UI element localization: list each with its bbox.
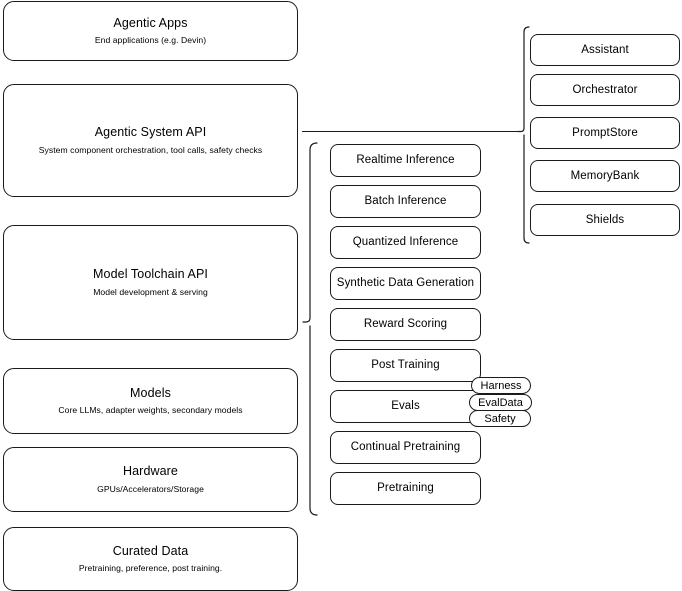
stack-layer-curated-data[interactable]: Curated Data Pretraining, preference, po… <box>3 527 298 591</box>
toolchain-item-label: Realtime Inference <box>356 154 455 167</box>
stack-layer-title: Curated Data <box>112 543 189 558</box>
evals-tag-label: Safety <box>484 412 516 425</box>
stack-layer-hardware[interactable]: Hardware GPUs/Accelerators/Storage <box>3 447 298 512</box>
toolchain-item-label: Batch Inference <box>364 195 447 208</box>
evals-tag-evaldata[interactable]: EvalData <box>469 394 532 411</box>
stack-layer-title: Agentic Apps <box>113 15 188 30</box>
bracket-agentic-system <box>517 26 530 244</box>
agentic-system-item-shields[interactable]: Shields <box>530 204 680 236</box>
agentic-system-item-memorybank[interactable]: MemoryBank <box>530 160 680 192</box>
toolchain-item-label: Synthetic Data Generation <box>336 277 475 290</box>
toolchain-item-synthetic-data-generation[interactable]: Synthetic Data Generation <box>330 267 481 300</box>
evals-tag-label: Harness <box>480 379 522 392</box>
stack-layer-subtitle: GPUs/Accelerators/Storage <box>97 483 204 494</box>
toolchain-item-label: Quantized Inference <box>352 236 459 249</box>
toolchain-item-continual-pretraining[interactable]: Continual Pretraining <box>330 431 481 464</box>
agentic-system-item-orchestrator[interactable]: Orchestrator <box>530 74 680 106</box>
evals-tag-safety[interactable]: Safety <box>469 410 531 427</box>
toolchain-item-realtime-inference[interactable]: Realtime Inference <box>330 144 481 177</box>
agentic-system-item-promptstore[interactable]: PromptStore <box>530 117 680 149</box>
toolchain-item-label: Reward Scoring <box>363 318 448 331</box>
evals-tag-harness[interactable]: Harness <box>471 377 531 394</box>
stack-layer-title: Agentic System API <box>94 125 207 140</box>
toolchain-item-label: Pretraining <box>377 482 434 495</box>
toolchain-item-label: Post Training <box>371 359 440 372</box>
agentic-system-item-label: MemoryBank <box>570 169 640 182</box>
toolchain-item-batch-inference[interactable]: Batch Inference <box>330 185 481 218</box>
toolchain-item-label: Continual Pretraining <box>350 441 461 454</box>
stack-layer-title: Hardware <box>123 464 178 479</box>
stack-layer-subtitle: Core LLMs, adapter weights, secondary mo… <box>58 405 243 416</box>
stack-layer-title: Models <box>130 385 171 400</box>
agentic-system-item-label: Shields <box>585 213 625 226</box>
stack-layer-subtitle: System component orchestration, tool cal… <box>38 144 263 155</box>
bracket-toolchain <box>302 142 318 516</box>
toolchain-item-label: Evals <box>391 400 420 413</box>
agentic-system-item-label: Orchestrator <box>572 83 638 96</box>
toolchain-item-reward-scoring[interactable]: Reward Scoring <box>330 308 481 341</box>
evals-tag-label: EvalData <box>478 396 523 409</box>
toolchain-item-quantized-inference[interactable]: Quantized Inference <box>330 226 481 259</box>
stack-layer-subtitle: Model development & serving <box>93 286 208 297</box>
stack-layer-title: Model Toolchain API <box>93 267 208 282</box>
stack-layer-agentic-system-api[interactable]: Agentic System API System component orch… <box>3 84 298 197</box>
stack-layer-subtitle: End applications (e.g. Devin) <box>94 35 207 46</box>
agentic-system-item-assistant[interactable]: Assistant <box>530 34 680 66</box>
stack-layer-model-toolchain-api[interactable]: Model Toolchain API Model development & … <box>3 225 298 340</box>
toolchain-item-post-training[interactable]: Post Training <box>330 349 481 382</box>
toolchain-item-evals[interactable]: Evals <box>330 390 481 423</box>
agentic-system-item-label: Assistant <box>581 43 629 56</box>
stack-layer-models[interactable]: Models Core LLMs, adapter weights, secon… <box>3 368 298 434</box>
toolchain-item-pretraining[interactable]: Pretraining <box>330 472 481 505</box>
agentic-system-item-label: PromptStore <box>572 126 638 139</box>
stack-layer-agentic-apps[interactable]: Agentic Apps End applications (e.g. Devi… <box>3 1 298 61</box>
stack-layer-subtitle: Pretraining, preference, post training. <box>78 563 223 574</box>
